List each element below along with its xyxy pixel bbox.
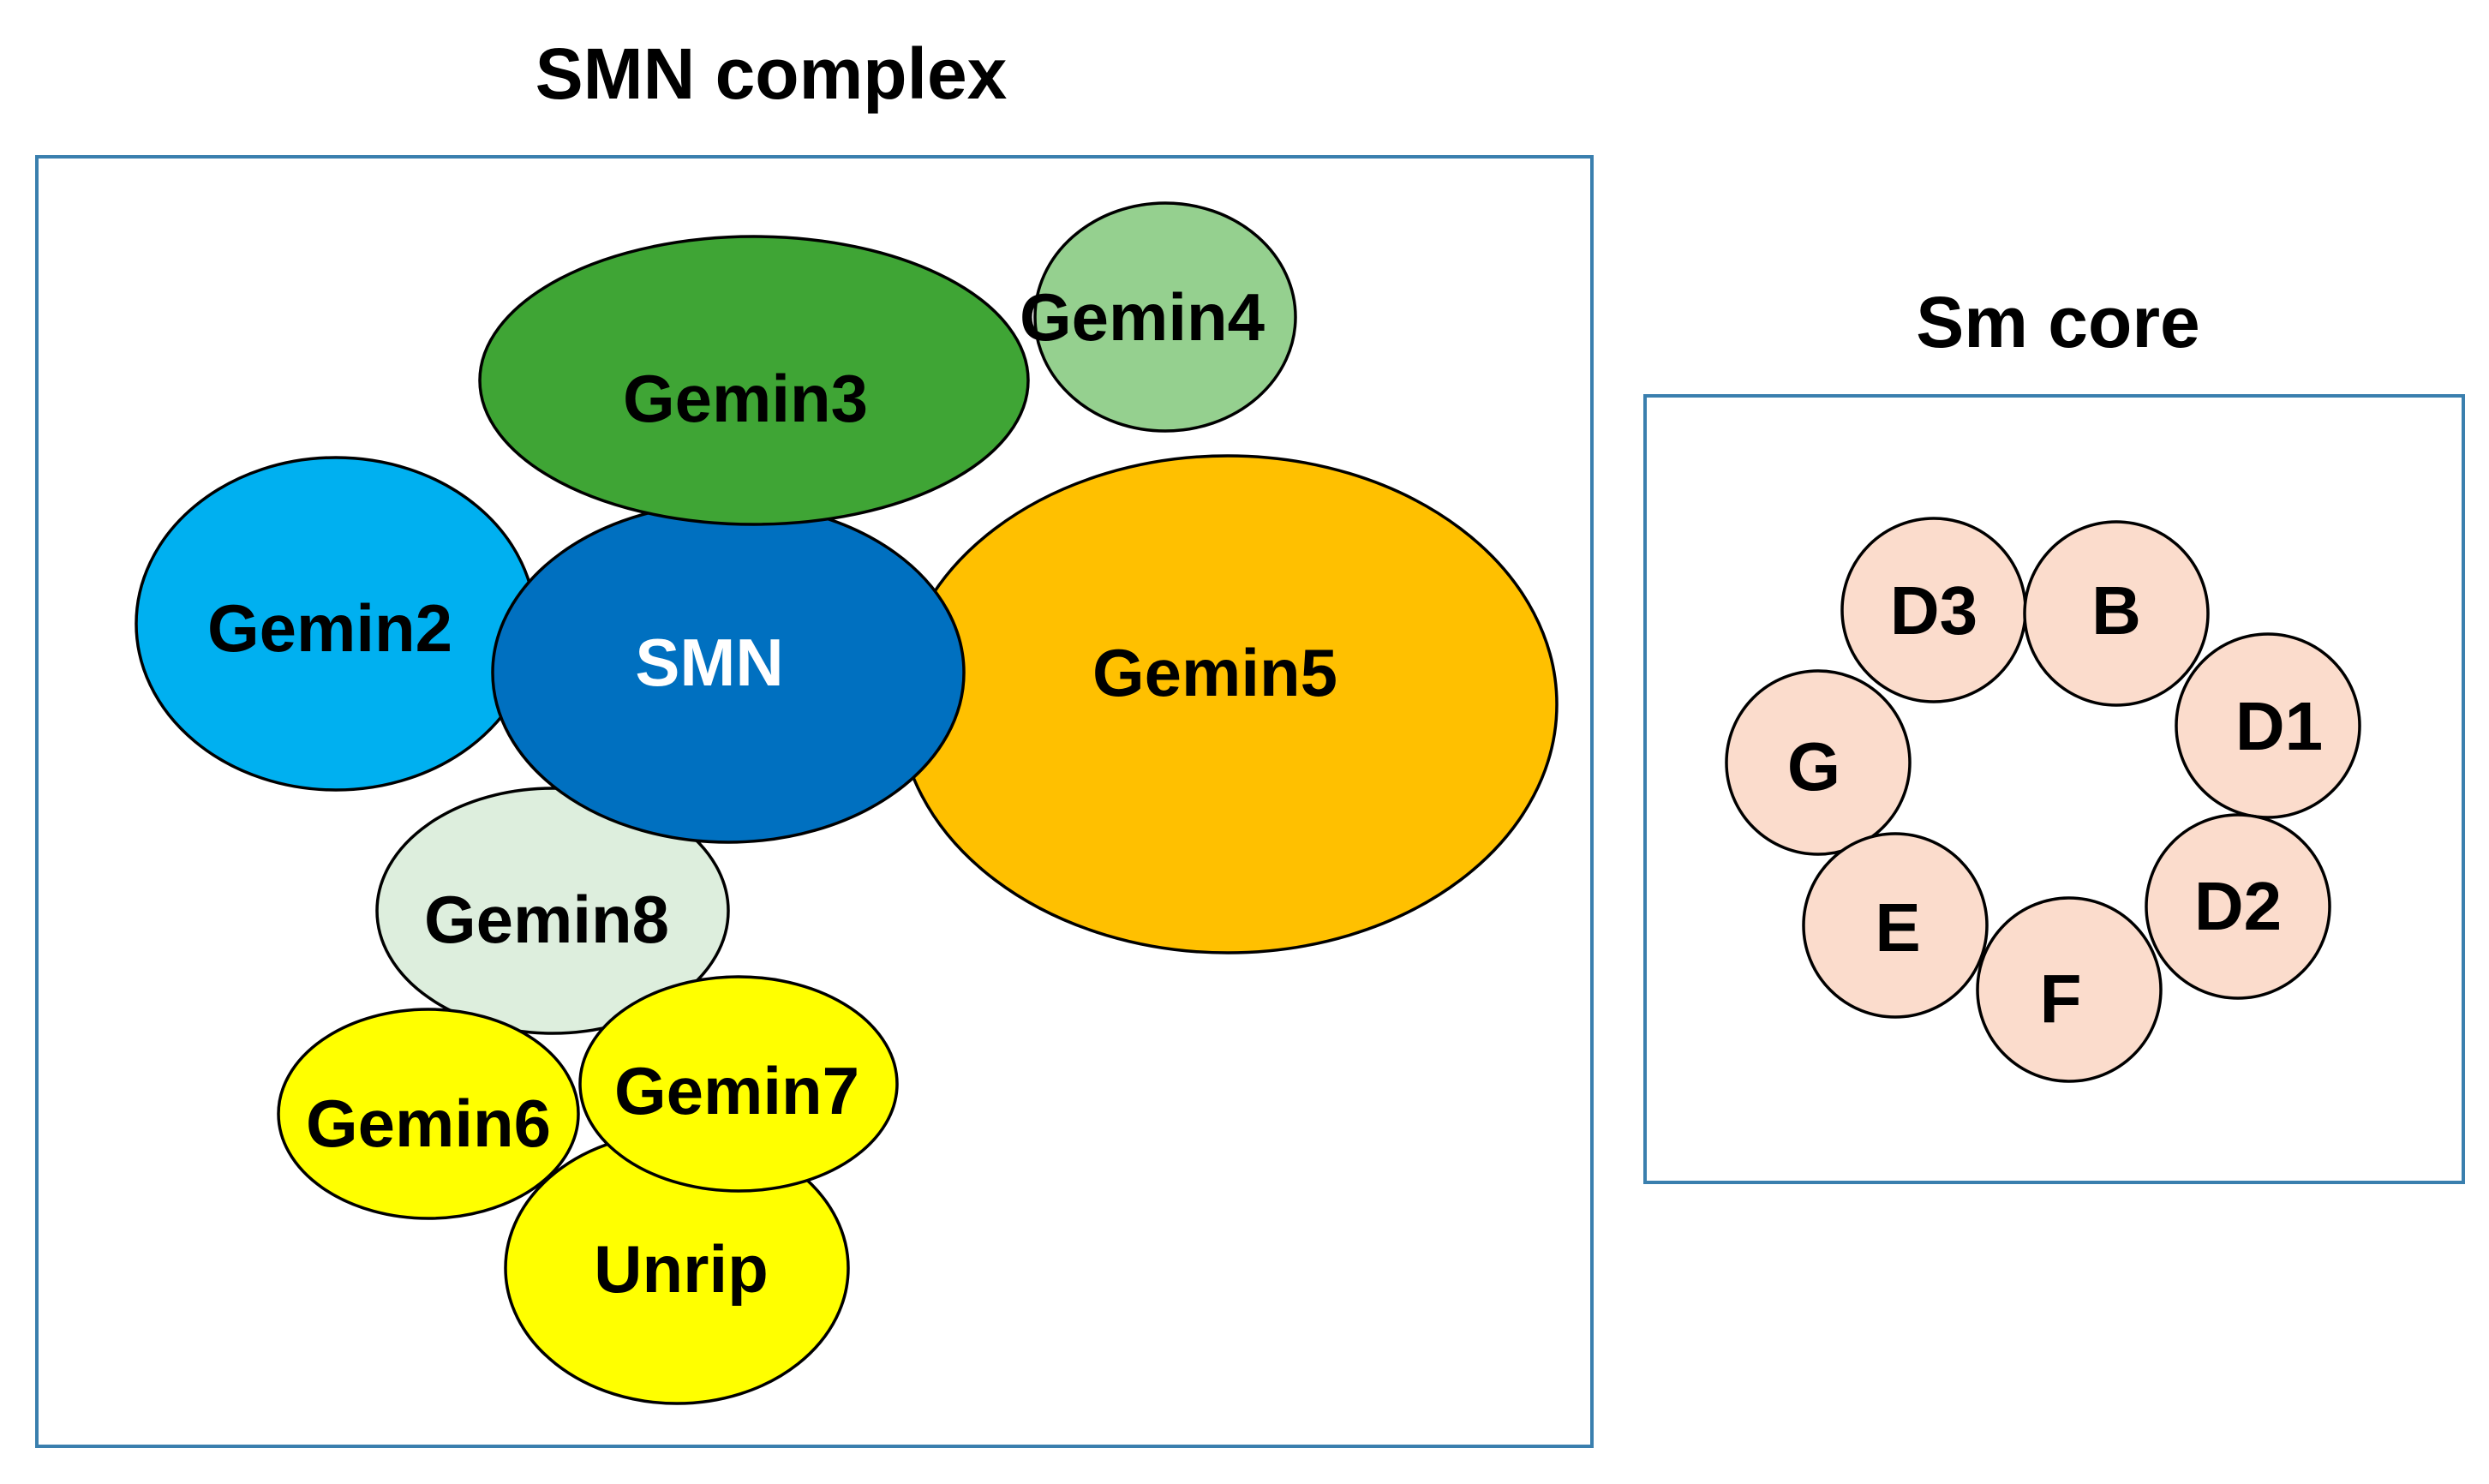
sm-ring: D3 B D1 G D2 E F xyxy=(1725,517,2361,1083)
gemin3-node: Gemin3 xyxy=(478,235,1030,526)
gemin7-shape xyxy=(578,975,899,1193)
b-circle xyxy=(2023,520,2210,707)
gemin6-shape xyxy=(277,1008,580,1220)
sm-core-frame xyxy=(1643,394,2465,1184)
gemin8-node: Gemin8 xyxy=(375,787,730,1035)
d1-label: D1 xyxy=(2235,688,2323,764)
smn-complex-frame xyxy=(35,155,1594,1448)
sm-protein-d3: D3 xyxy=(1840,517,2027,703)
gemin4-node: Gemin4 xyxy=(1020,201,1297,433)
gemin7-label: Gemin7 xyxy=(614,1053,859,1128)
gemin4-label: Gemin4 xyxy=(1020,279,1265,355)
gemin4-shape xyxy=(1033,201,1297,433)
gemin8-label: Gemin8 xyxy=(424,882,669,957)
sm-protein-d2: D2 xyxy=(2145,813,2331,1000)
d3-label: D3 xyxy=(1890,572,1977,649)
unrip-label: Unrip xyxy=(594,1231,769,1307)
gemin5-node: Gemin5 xyxy=(897,454,1559,954)
f-label: F xyxy=(2040,960,2082,1037)
gemin2-label: Gemin2 xyxy=(207,590,452,666)
gemin7-node: Gemin7 xyxy=(578,975,899,1193)
d2-circle xyxy=(2145,813,2331,1000)
gemin3-shape xyxy=(478,235,1030,526)
sm-protein-e: E xyxy=(1802,832,1989,1019)
e-circle xyxy=(1802,832,1989,1019)
b-label: B xyxy=(2091,572,2141,649)
g-label: G xyxy=(1787,728,1840,805)
smn-label: SMN xyxy=(635,625,783,700)
smn-complex-title: SMN complex xyxy=(535,33,1008,114)
gemin3-label: Gemin3 xyxy=(623,361,868,436)
gemin2-node: Gemin2 xyxy=(135,456,537,792)
sm-protein-d1: D1 xyxy=(2175,632,2361,819)
sm-protein-f: F xyxy=(1976,896,2163,1083)
d1-circle xyxy=(2175,632,2361,819)
gemin5-label: Gemin5 xyxy=(1092,635,1337,710)
sm-protein-b: B xyxy=(2023,520,2210,707)
e-label: E xyxy=(1875,889,1920,966)
d2-label: D2 xyxy=(2194,868,2282,944)
gemin6-label: Gemin6 xyxy=(306,1086,551,1161)
gemin8-shape xyxy=(375,787,730,1035)
sm-protein-g: G xyxy=(1725,669,1912,856)
sm-core-title: Sm core xyxy=(1916,282,2200,362)
gemin6-node: Gemin6 xyxy=(277,1008,580,1220)
unrip-node: Unrip xyxy=(504,1131,850,1405)
g-circle xyxy=(1725,669,1912,856)
smn-node: SMN xyxy=(491,501,966,844)
f-circle xyxy=(1976,896,2163,1083)
